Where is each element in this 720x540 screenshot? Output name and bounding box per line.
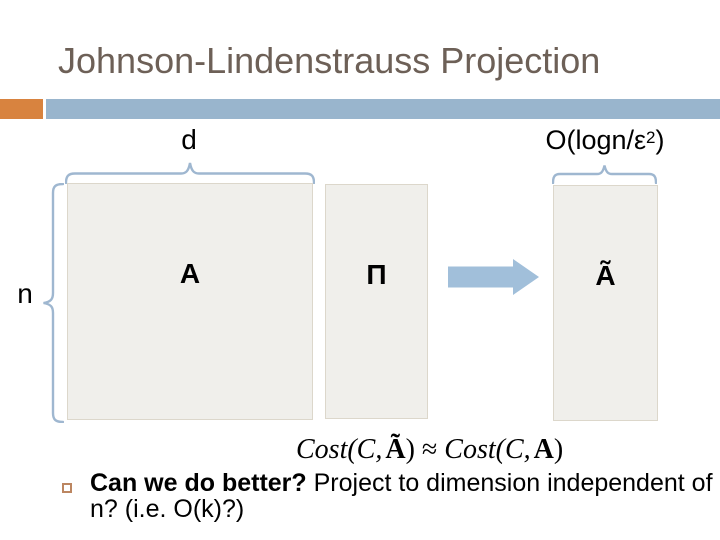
bullet-text: Can we do better? Project to dimension i… bbox=[90, 470, 720, 522]
brace-top-output-icon bbox=[552, 165, 657, 184]
brace-left-n-icon bbox=[43, 183, 64, 423]
matrix-pi-label: Π bbox=[366, 259, 387, 290]
slide-title: Johnson-Lindenstrauss Projection bbox=[58, 40, 601, 81]
formula-approx-symbol: ≈ bbox=[421, 434, 438, 465]
o-label-exponent: 2 bbox=[646, 128, 656, 147]
matrix-a: A bbox=[67, 183, 313, 420]
o-label-prefix: O(logn/ε bbox=[545, 125, 647, 155]
matrix-pi: Π bbox=[325, 184, 428, 419]
bullet-line-2: n? (i.e. O(k)?) bbox=[90, 495, 245, 523]
formula-lhs-func: Cost(C, bbox=[296, 434, 383, 465]
matrix-a-label: A bbox=[179, 258, 201, 289]
dimension-label-n: n bbox=[17, 278, 33, 309]
o-label-suffix: ) bbox=[655, 125, 665, 155]
matrix-a-tilde: Ã bbox=[553, 185, 658, 421]
brace-top-d-icon bbox=[65, 162, 315, 184]
formula-rhs-matrix: A bbox=[533, 434, 554, 465]
header-accent-block bbox=[0, 99, 43, 119]
arrow-right-icon bbox=[448, 259, 539, 295]
bullet-line-1: Can we do better? Project to dimension i… bbox=[90, 470, 720, 496]
header-bar bbox=[46, 99, 720, 119]
matrix-a-tilde-label: Ã bbox=[595, 260, 616, 291]
formula-lhs-close: ) bbox=[405, 434, 415, 465]
formula-rhs-func: Cost(C, bbox=[444, 434, 531, 465]
bullet-marker-icon bbox=[62, 483, 72, 493]
dimension-label-output: O(logn/ε2) bbox=[535, 127, 675, 154]
dimension-label-d: d bbox=[181, 124, 197, 155]
bullet-bold-question: Can we do better? bbox=[90, 469, 307, 497]
cost-formula: Cost(C,Ã)≈Cost(C,A) bbox=[296, 433, 563, 467]
formula-lhs-matrix: Ã bbox=[385, 434, 406, 465]
formula-rhs-close: ) bbox=[553, 434, 564, 465]
bullet-line1-rest: Project to dimension independent of bbox=[306, 469, 713, 497]
